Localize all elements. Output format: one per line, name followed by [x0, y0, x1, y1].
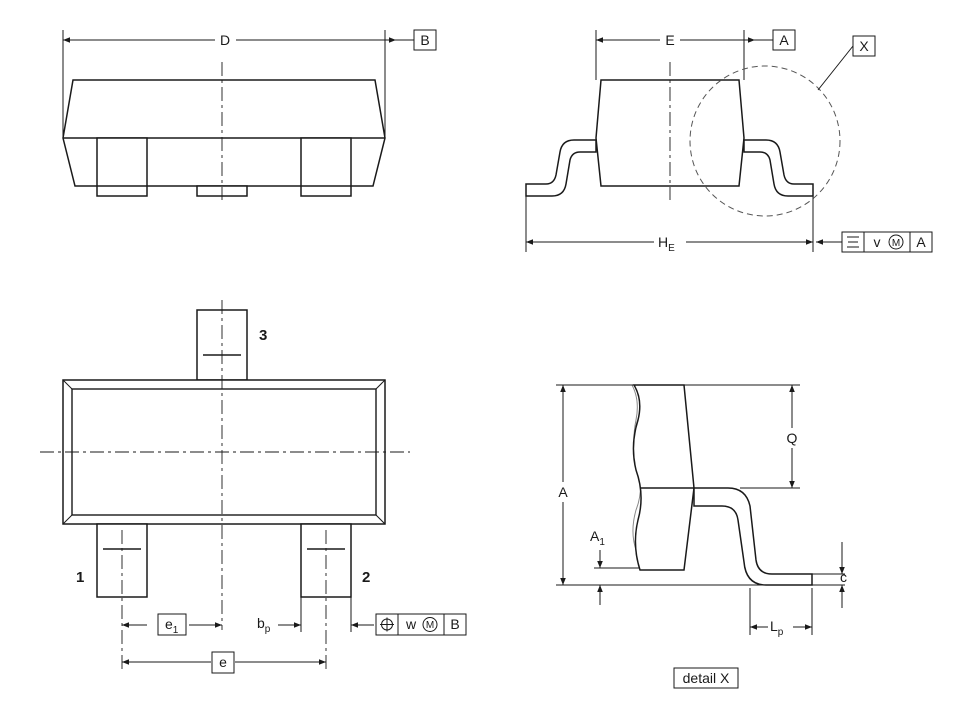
side-lead-right — [743, 139, 814, 197]
side-view: E A X HE v M A — [525, 29, 933, 254]
flatness-mmc-circle-icon — [888, 234, 904, 250]
datum-b-label: B — [420, 32, 429, 48]
detail-x-callout-circle — [689, 65, 841, 217]
dim-he-label: HE — [658, 234, 675, 254]
pin-3-label: 3 — [259, 327, 267, 344]
datum-b-frame — [413, 29, 437, 51]
dim-e-pitch-frame — [211, 651, 235, 674]
dim-lp-label-main: L — [770, 618, 778, 634]
dim-e1-label-sub: 1 — [173, 625, 179, 636]
dim-e-label: E — [665, 32, 674, 48]
position-datum: B — [450, 616, 459, 632]
dim-e1-frame — [157, 613, 187, 636]
position-mmc-modifier: M — [426, 620, 434, 631]
detail-x-marker-label: X — [859, 38, 869, 54]
side-lead-left — [525, 139, 597, 197]
detail-x-caption: detail X — [683, 670, 730, 686]
detail-x-view: A A1 Q c Lp detail X — [556, 384, 847, 689]
pin-2-label: 2 — [362, 569, 370, 586]
position-symbol-icon — [380, 617, 394, 632]
dim-bp-label: bp — [257, 615, 271, 635]
dim-bp-label-main: b — [257, 615, 265, 631]
detail-x-caption-frame — [673, 667, 739, 689]
dim-e-pitch-label: e — [219, 654, 227, 670]
dim-e1-label: e1 — [165, 616, 179, 636]
dim-he-label-sub: E — [668, 243, 675, 254]
pin-1-label: 1 — [76, 569, 84, 586]
dim-a1-label-main: A — [590, 528, 600, 544]
dim-c-label: c — [840, 569, 847, 585]
position-tolerance-frame: w M B — [375, 613, 467, 636]
dim-he-label-main: H — [658, 234, 668, 250]
front-lead-2 — [300, 137, 352, 197]
detail-body-section — [632, 384, 695, 571]
front-view: D B — [62, 29, 437, 200]
flatness-mmc-modifier: M — [892, 238, 900, 249]
dim-bp-label-sub: p — [265, 624, 271, 635]
dim-e1-label-main: e — [165, 616, 173, 632]
dim-a1-label-sub: 1 — [599, 537, 605, 548]
dim-lp-label-sub: p — [778, 627, 784, 638]
dim-a-label: A — [558, 484, 568, 500]
dim-q-label: Q — [787, 430, 798, 446]
top-view: 3 1 2 e1 bp — [40, 300, 467, 674]
flatness-tolerance-value: v — [874, 234, 881, 250]
dim-lp-label: Lp — [770, 618, 784, 638]
position-tolerance-value: w — [405, 616, 417, 632]
datum-a-label: A — [779, 32, 789, 48]
parallelism-symbol-icon — [847, 236, 859, 248]
front-lead-1 — [96, 137, 148, 197]
position-mmc-circle-icon — [422, 617, 438, 632]
detail-x-marker-frame — [852, 35, 876, 57]
detail-x-leader — [817, 45, 854, 91]
datum-a-frame — [772, 29, 796, 51]
flatness-tolerance-frame: v M A — [841, 231, 933, 253]
flatness-datum: A — [916, 234, 926, 250]
dim-a1-label: A1 — [590, 528, 605, 548]
detail-lead-profile — [693, 487, 813, 586]
dim-d-label: D — [220, 32, 230, 48]
